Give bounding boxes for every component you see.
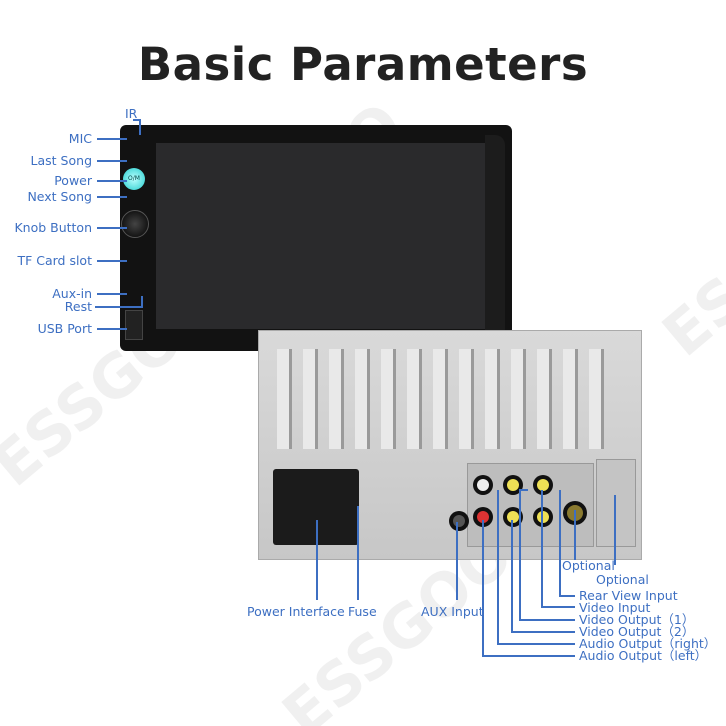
label-power: Power bbox=[54, 173, 92, 188]
label-audio-output-right: Audio Output（right） bbox=[579, 636, 717, 651]
knob bbox=[121, 210, 149, 238]
label-aux-in: Aux-in bbox=[52, 286, 92, 301]
label-video-output-1: Video Output（1） bbox=[579, 612, 695, 627]
label-video-input: Video Input bbox=[579, 600, 651, 615]
label-usb-port: USB Port bbox=[37, 321, 92, 336]
usb-port bbox=[125, 310, 143, 340]
label-rear-view-input: Rear View Input bbox=[579, 588, 678, 603]
label-rest: Rest bbox=[64, 299, 92, 314]
head-unit-front: O/M bbox=[120, 125, 512, 351]
label-last-song: Last Song bbox=[30, 153, 92, 168]
label-power-interface: Power Interface bbox=[247, 604, 345, 619]
label-video-output-2: Video Output（2） bbox=[579, 624, 695, 639]
screen bbox=[156, 143, 486, 329]
label-next-song: Next Song bbox=[27, 189, 92, 204]
page-title: Basic Parameters bbox=[137, 38, 589, 91]
label-tf-card-slot: TF Card slot bbox=[17, 253, 92, 268]
label-fuse: Fuse bbox=[348, 604, 377, 619]
label-optional-gps: Optional bbox=[596, 572, 649, 587]
label-optional-aux: Optional bbox=[562, 558, 615, 573]
label-mic: MIC bbox=[68, 131, 92, 146]
label-aux-input: AUX Input bbox=[421, 604, 484, 619]
label-audio-output-left: Audio Output（left） bbox=[579, 648, 708, 663]
bezel bbox=[485, 135, 505, 339]
label-ir: IR bbox=[125, 106, 138, 121]
power-button: O/M bbox=[123, 168, 145, 190]
head-unit-back bbox=[258, 330, 642, 560]
label-knob-button: Knob Button bbox=[14, 220, 92, 235]
